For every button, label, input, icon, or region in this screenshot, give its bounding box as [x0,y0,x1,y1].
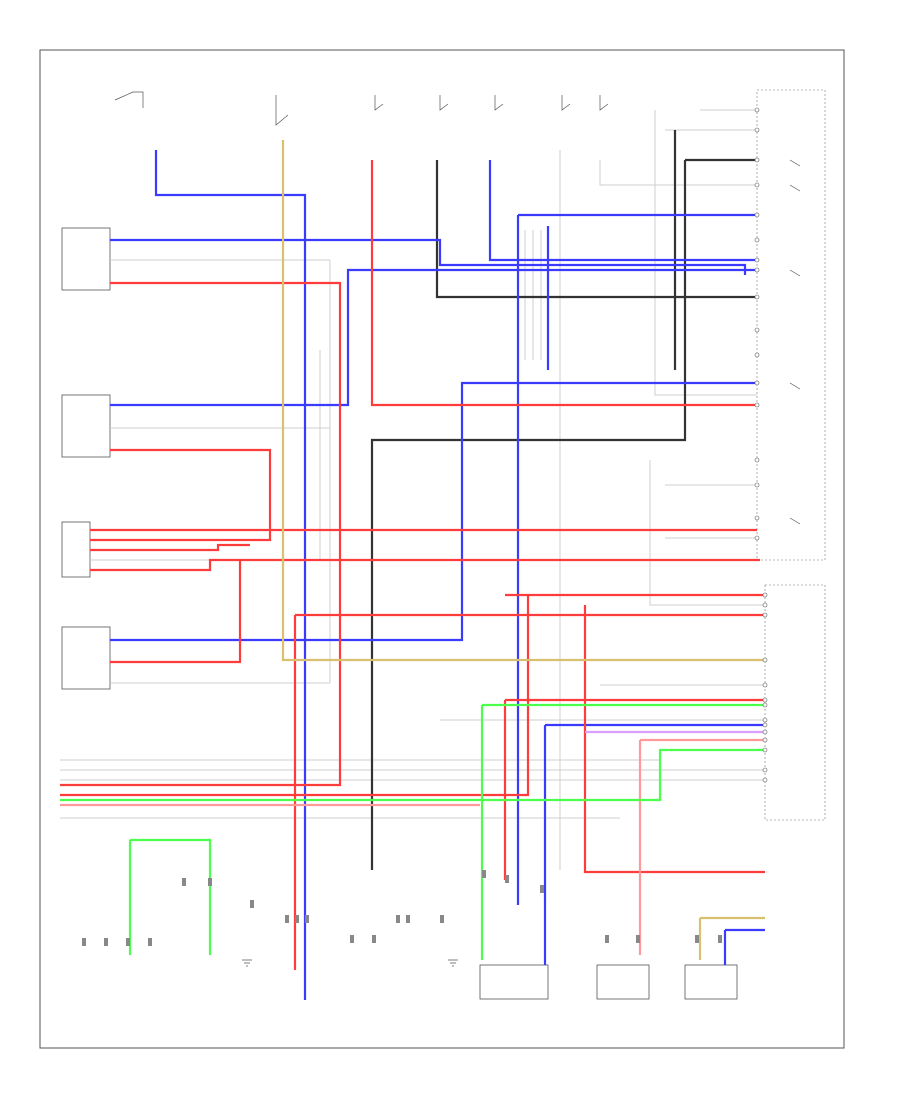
top-switch-symbols [114,91,609,126]
component-box-manifold-left [479,964,549,1000]
bottom-connector-pins [82,870,722,946]
engine-control-module-right-box [756,89,826,561]
green-wires [60,703,765,960]
module-switch-symbols [789,159,801,525]
diagram-border [39,49,845,1049]
sensor-box-3 [61,521,91,578]
component-box-manifold-pressure [596,964,650,1000]
ecm-connector-terminals [762,592,768,783]
sensor-box-4 [61,626,111,690]
component-box-engine-control [684,964,738,1000]
right-connector-terminals [754,107,760,541]
black-wires [370,130,757,870]
ecm-connector-box [764,584,826,821]
thin-wires [60,109,765,870]
red-wires [60,160,765,970]
ground-symbols [242,959,458,967]
yellow-wires [281,140,765,960]
sensor-box-1 [61,227,111,291]
sensor-box-2 [61,394,111,458]
